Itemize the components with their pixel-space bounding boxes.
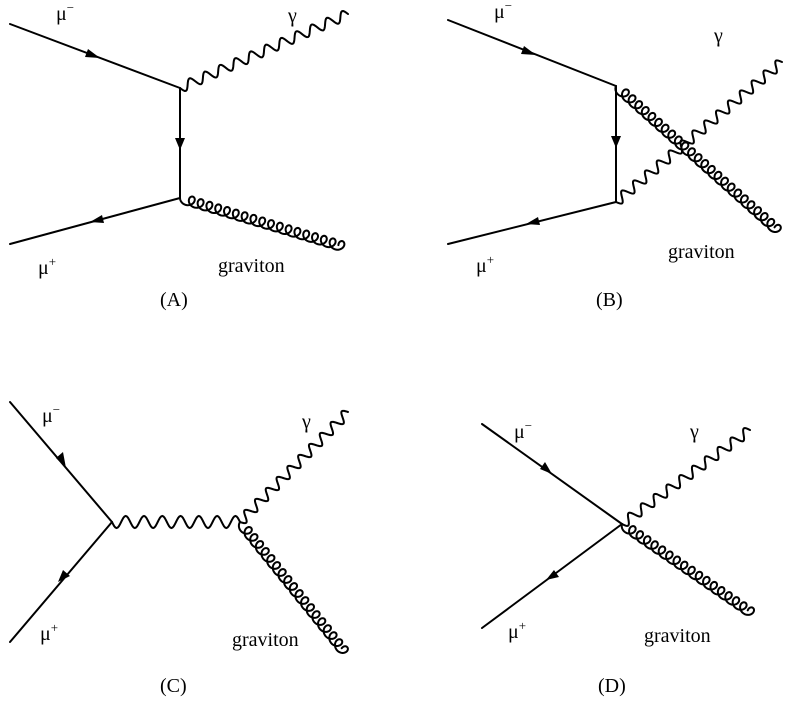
mu-plus-label: μ+ [476, 252, 494, 277]
mu-minus-label: μ− [42, 402, 60, 427]
diagram-caption: (B) [596, 289, 623, 311]
arrow-marker [58, 570, 70, 582]
photon-label: γ [287, 5, 297, 27]
mu-minus-label: μ− [56, 0, 74, 25]
arrow-marker [611, 136, 621, 148]
photon-propagator [111, 514, 241, 530]
diagram-b: μ− μ+ γ graviton (B) [447, 0, 783, 311]
diagram-caption: (A) [160, 289, 188, 311]
mu-minus-label: μ− [494, 0, 512, 23]
photon-label: γ [301, 411, 311, 433]
diagram-a: μ− μ+ γ graviton (A) [9, 0, 349, 311]
photon-label: γ [713, 25, 723, 47]
diagram-caption: (C) [160, 675, 187, 697]
graviton-line [237, 521, 349, 654]
graviton-label: graviton [232, 629, 299, 651]
photon-line [239, 409, 349, 525]
arrow-marker [175, 138, 185, 150]
arrow-marker [546, 570, 559, 580]
mu-minus-label: μ− [514, 418, 532, 443]
photon-line [621, 427, 751, 527]
graviton-line [179, 195, 346, 251]
graviton-line [620, 523, 756, 616]
arrow-marker [521, 46, 536, 55]
diagram-d: μ− μ+ γ graviton (D) [481, 418, 756, 697]
arrow-marker [90, 215, 104, 223]
graviton-label: graviton [668, 241, 735, 263]
graviton-label: graviton [218, 255, 285, 277]
arrow-marker [540, 462, 552, 474]
mu-plus-label: μ+ [38, 254, 56, 279]
mu-plus-label: μ+ [508, 618, 526, 643]
photon-label: γ [689, 421, 699, 443]
arrow-marker [56, 452, 66, 468]
photon-line [615, 59, 783, 205]
antimuon-line [9, 521, 113, 643]
graviton-line [614, 85, 782, 233]
diagram-c: μ− μ+ γ graviton (C) [9, 401, 349, 697]
mu-plus-label: μ+ [40, 620, 58, 645]
arrow-marker [85, 49, 100, 58]
graviton-label: graviton [644, 625, 711, 647]
diagram-caption: (D) [598, 675, 626, 697]
arrow-marker [526, 217, 540, 225]
photon-line [179, 10, 349, 92]
